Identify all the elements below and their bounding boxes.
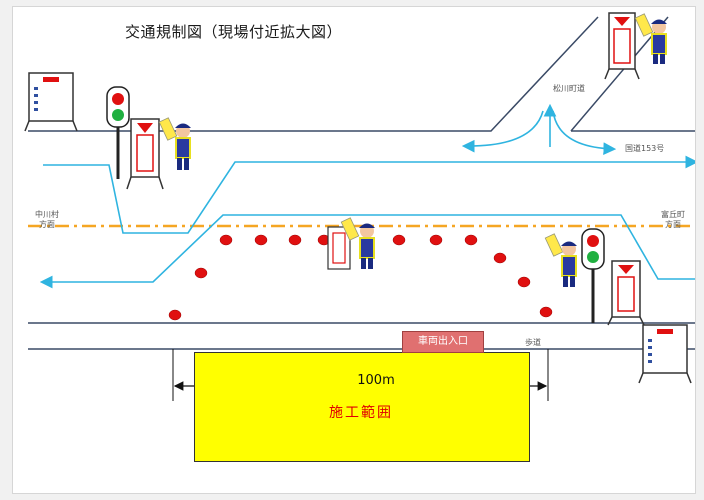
flow-westbound [39, 214, 695, 289]
work-zone-label: 施工範囲 [329, 405, 393, 421]
label-right-direction: 富丘町 方面 [661, 210, 685, 229]
flagger-right [544, 233, 577, 287]
notice-board-top-left [24, 72, 78, 132]
road-diagram-svg [24, 12, 695, 401]
stop-sign-right [607, 260, 645, 326]
work-zone-area [194, 352, 530, 462]
caution-sign-center [327, 226, 351, 270]
notice-board-bottom-right [638, 324, 692, 384]
label-national-road: 国道153号 [625, 144, 665, 153]
cone [219, 234, 233, 246]
road-edges [28, 16, 695, 350]
diagram-canvas: 交通規制図（現場付近拡大図） 中川村 方面 富丘町 方面 松川町道 国道153号… [12, 6, 696, 494]
distance-label: 100m [357, 373, 395, 388]
cone [194, 267, 208, 279]
cone [168, 309, 182, 321]
cone [392, 234, 406, 246]
cone [429, 234, 443, 246]
flagger-center [340, 217, 375, 269]
label-branch-road: 松川町道 [553, 84, 585, 93]
stop-sign-top [604, 12, 640, 80]
cone [254, 234, 268, 246]
stop-sign-left [126, 118, 164, 190]
cone [517, 276, 531, 288]
traffic-flow [39, 103, 695, 289]
flagger-left [158, 117, 191, 170]
traffic-cones [168, 234, 553, 321]
flow-branch-right [552, 110, 617, 156]
traffic-light-right [581, 228, 605, 323]
flow-eastbound [43, 155, 695, 234]
cone [288, 234, 302, 246]
traffic-light-left [106, 86, 130, 179]
flagger-top-right [634, 13, 667, 64]
vehicle-exit-label: 車両出入口 [402, 331, 484, 353]
cone [539, 306, 553, 318]
label-sidewalk: 歩道 [525, 338, 541, 347]
flow-branch-left [461, 110, 544, 153]
label-left-direction: 中川村 方面 [35, 210, 59, 229]
diagram-title: 交通規制図（現場付近拡大図） [125, 23, 343, 41]
cone [464, 234, 478, 246]
cone [493, 252, 507, 264]
